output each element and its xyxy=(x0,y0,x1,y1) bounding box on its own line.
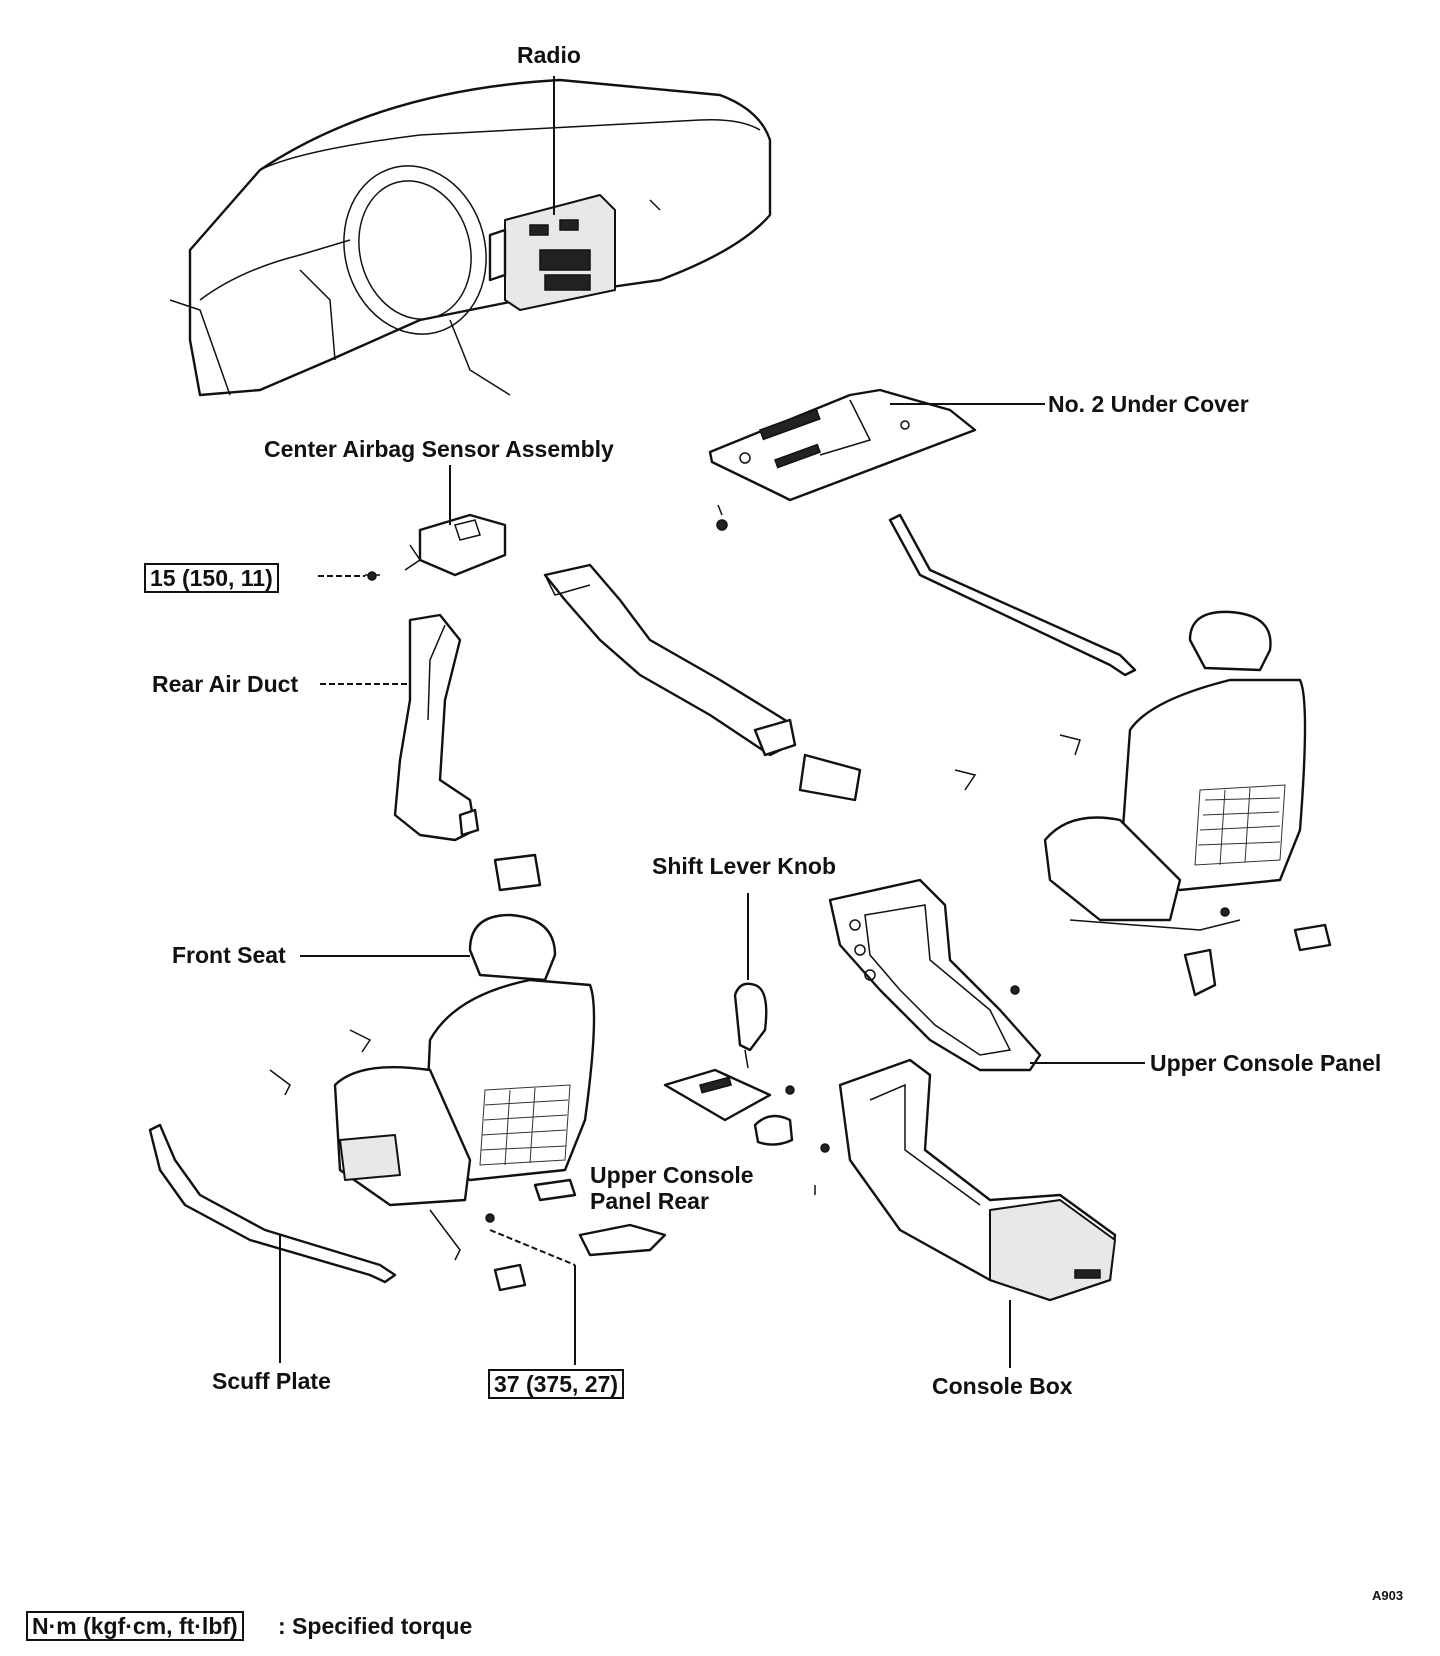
label-upper-console-panel: Upper Console Panel xyxy=(1150,1050,1382,1076)
figure-code: A903 xyxy=(1372,1588,1404,1603)
radio-unit xyxy=(488,194,616,311)
torque-spec-37: 37 (375, 27) xyxy=(488,1369,625,1399)
center-air-duct-part xyxy=(543,563,862,802)
label-upper-console-panel-rear-line1: Upper Console xyxy=(590,1162,754,1188)
front-seat-part xyxy=(269,913,596,1292)
legend-description: : Specified torque xyxy=(278,1613,473,1639)
label-no2-under-cover: No. 2 Under Cover xyxy=(1048,391,1249,417)
right-scuff-strip-part xyxy=(888,513,1137,677)
legend-unit-box: N·m (kgf·cm, ft·lbf) xyxy=(26,1611,244,1641)
rear-air-duct-part xyxy=(393,613,542,892)
upper-console-panel-part xyxy=(828,878,1042,1072)
label-front-seat: Front Seat xyxy=(172,942,286,968)
label-shift-lever-knob: Shift Lever Knob xyxy=(652,853,837,879)
label-radio: Radio xyxy=(517,42,581,68)
label-console-box: Console Box xyxy=(932,1373,1073,1399)
airbag-sensor-part xyxy=(365,513,507,581)
dashboard-illustration xyxy=(169,78,772,397)
upper-console-panel-rear-part xyxy=(578,1068,795,1257)
label-scuff-plate: Scuff Plate xyxy=(212,1368,331,1394)
console-box-part xyxy=(814,1058,1117,1302)
no2-under-cover-part xyxy=(708,388,977,531)
shift-lever-knob-part xyxy=(733,982,768,1069)
torque-spec-15: 15 (150, 11) xyxy=(144,563,279,593)
label-upper-console-panel-rear-line2: Panel Rear xyxy=(590,1188,709,1214)
scuff-plate-part xyxy=(148,1123,397,1284)
torque37-leader-line xyxy=(489,1229,576,1266)
right-front-seat-part xyxy=(954,610,1332,997)
label-center-airbag-sensor: Center Airbag Sensor Assembly xyxy=(264,436,614,462)
label-rear-air-duct: Rear Air Duct xyxy=(152,671,299,697)
